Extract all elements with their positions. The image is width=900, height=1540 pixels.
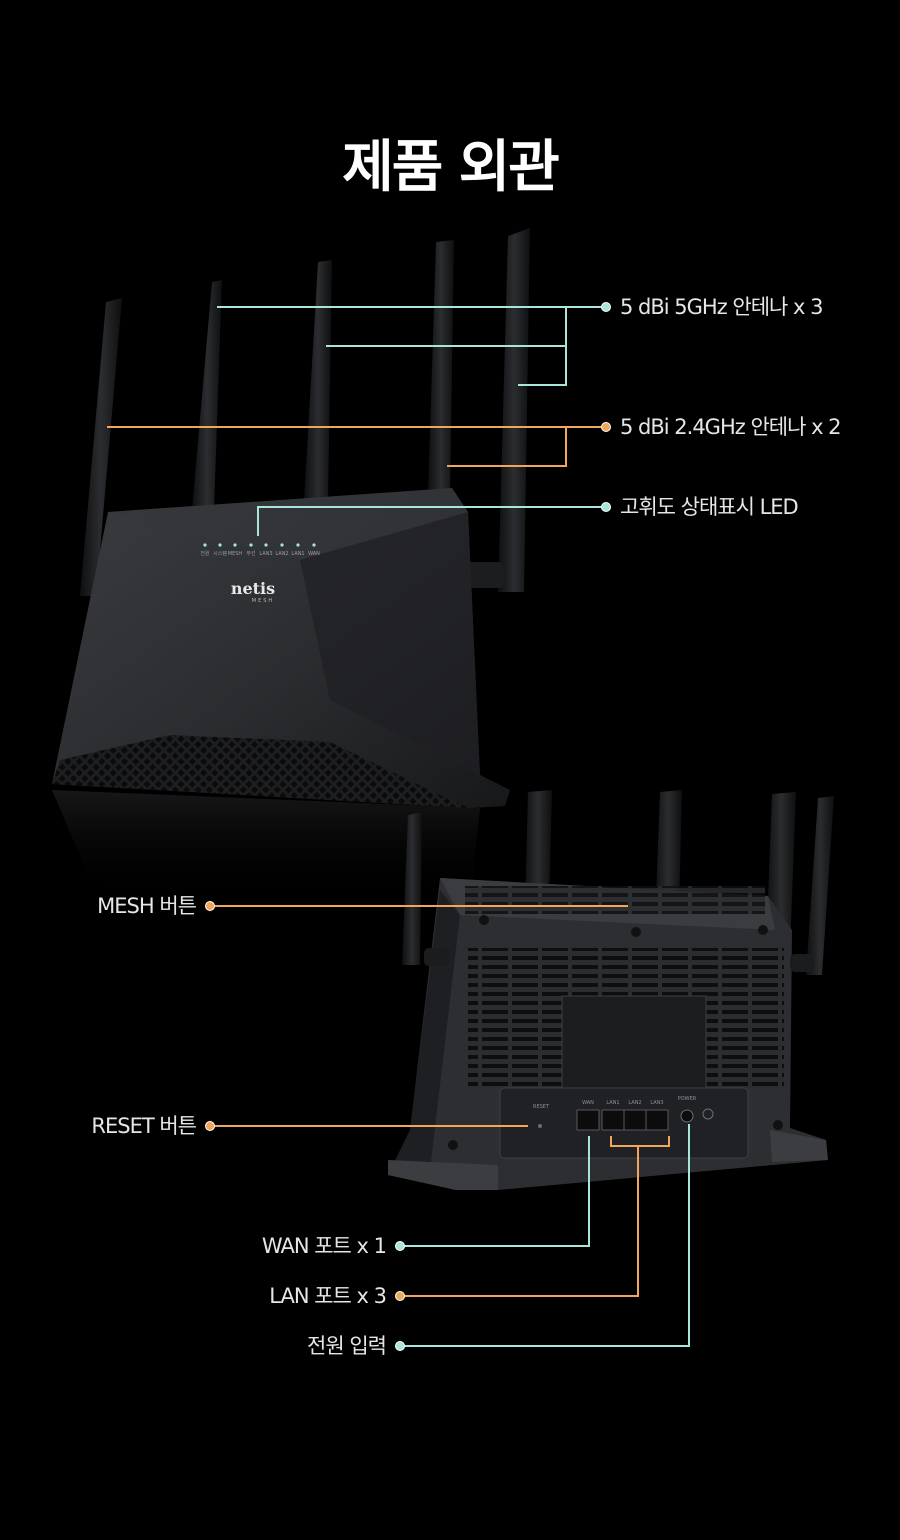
reset-label: RESET [533, 1104, 550, 1110]
reset-hole [538, 1124, 542, 1128]
top-vents [465, 886, 765, 914]
page-title: 제품 외관 [342, 135, 560, 200]
front-antenna-5 [498, 228, 530, 592]
front-antenna-1 [80, 298, 122, 596]
led-label: WAN [308, 551, 320, 557]
port-label: WAN [582, 1100, 594, 1106]
brand-logo: netis [231, 579, 275, 598]
callout-power-input: 전원 입력 [307, 1334, 387, 1358]
screw [758, 925, 768, 935]
callout-line-power [400, 1124, 690, 1347]
lan2-port [623, 1109, 647, 1131]
front-antenna-4 [428, 240, 454, 495]
led-label: MESH [228, 551, 243, 557]
power-switch [702, 1108, 714, 1120]
callout-wan-port: WAN 포트 x 1 [261, 1234, 387, 1258]
lan3-port [645, 1109, 669, 1131]
led-label: 시스템 [213, 550, 227, 557]
screw [448, 1140, 458, 1150]
label-plate [561, 995, 707, 1091]
front-antenna-3 [304, 260, 332, 500]
led-label: LAN2 [275, 551, 288, 557]
led-label: LAN3 [259, 551, 272, 557]
led-label: 전원 [200, 550, 210, 557]
callout-lines [107, 306, 690, 1347]
front-router-reflection [52, 790, 480, 900]
callout-antenna-5ghz: 5 dBi 5GHz 안테나 x 3 [620, 295, 824, 319]
back-antenna-1 [402, 812, 422, 965]
front-router: 전원 시스템 MESH 무선 LAN3 LAN2 LAN1 WAN netis … [52, 228, 530, 900]
brand-sub: MESH [252, 598, 274, 604]
callout-antenna-24ghz: 5 dBi 2.4GHz 안테나 x 2 [620, 415, 842, 439]
screw [631, 927, 641, 937]
power-jack [680, 1109, 694, 1123]
back-router: WAN LAN1 LAN2 LAN3 POWER RESET [388, 790, 834, 1190]
callout-line-wan [400, 1136, 590, 1247]
led-label: LAN1 [291, 551, 304, 557]
screw [773, 1120, 783, 1130]
callout-line-lan [400, 1146, 639, 1297]
port-label: LAN1 [606, 1100, 619, 1106]
led-label: 무선 [246, 550, 256, 557]
front-antenna-2 [192, 280, 222, 510]
callout-line-led [257, 506, 606, 536]
lan1-port [601, 1109, 625, 1131]
callout-dots [205, 302, 611, 1351]
callout-lan-port: LAN 포트 x 3 [269, 1284, 387, 1308]
led-row: 전원 시스템 MESH 무선 LAN3 LAN2 LAN1 WAN [200, 543, 320, 557]
power-label: POWER [678, 1096, 697, 1102]
wan-port [576, 1109, 600, 1131]
callout-reset-button: RESET 버튼 [91, 1114, 197, 1138]
back-antenna-5 [806, 796, 834, 975]
front-router-grill [52, 735, 470, 808]
callout-status-led: 고휘도 상태표시 LED [620, 495, 799, 519]
callout-mesh-button: MESH 버튼 [97, 894, 197, 918]
screw [479, 915, 489, 925]
port-label: LAN3 [650, 1100, 663, 1106]
port-label: LAN2 [628, 1100, 641, 1106]
